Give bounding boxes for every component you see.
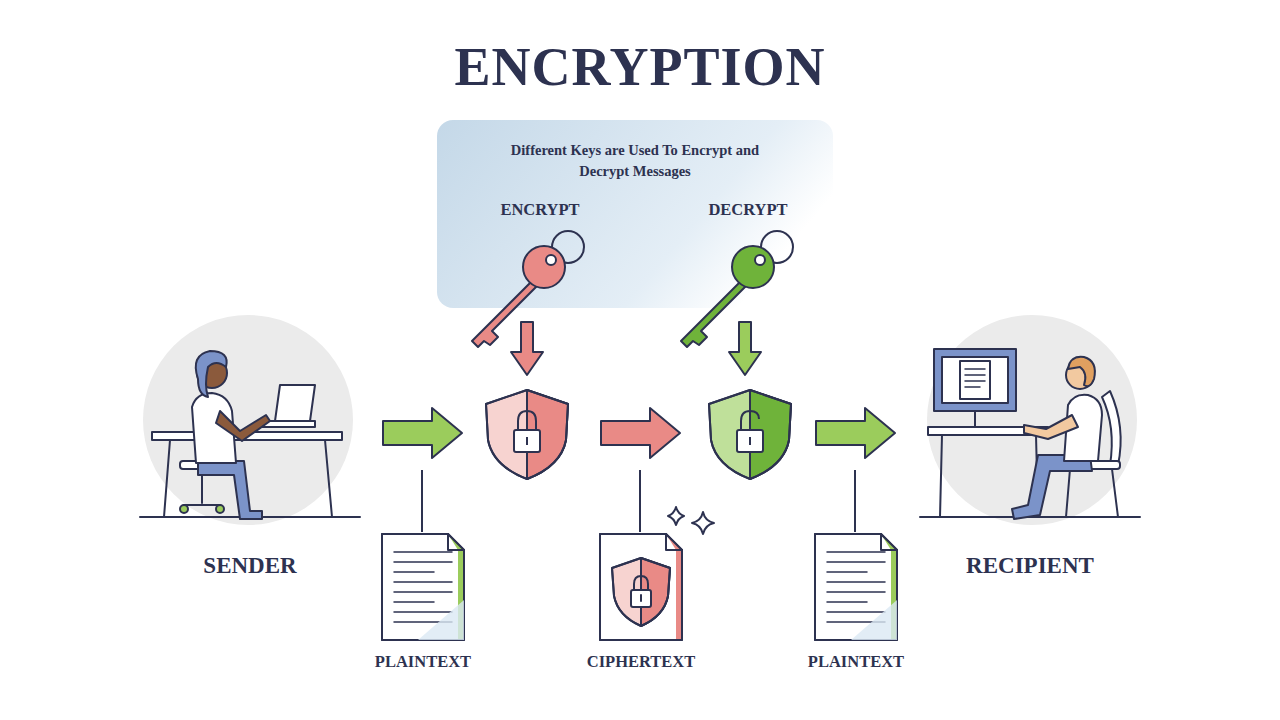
node-label: RECIPIENT: [900, 552, 1160, 580]
node-label: DECRYPT: [693, 200, 803, 220]
key-panel: Different Keys are Used To Encrypt and D…: [437, 120, 833, 308]
diagram-title: ENCRYPTION: [0, 36, 1280, 98]
plaintext-document: PLAINTEXT: [801, 530, 911, 680]
node-label: CIPHERTEXT: [556, 652, 726, 672]
panel-heading: Different Keys are Used To Encrypt and D…: [505, 140, 765, 182]
sender-figure: SENDER: [140, 315, 360, 590]
node-label: SENDER: [130, 552, 370, 580]
node-label: PLAINTEXT: [781, 652, 931, 672]
recipient-figure-outline: [920, 315, 1140, 590]
ciphertext-document: CIPHERTEXT: [586, 530, 696, 680]
node-label: PLAINTEXT: [348, 652, 498, 672]
plaintext-document: PLAINTEXT: [368, 530, 478, 680]
node-label: ENCRYPT: [485, 200, 595, 220]
recipient-figure: RECIPIENT: [920, 315, 1140, 590]
sender-figure-outline: [140, 315, 360, 590]
